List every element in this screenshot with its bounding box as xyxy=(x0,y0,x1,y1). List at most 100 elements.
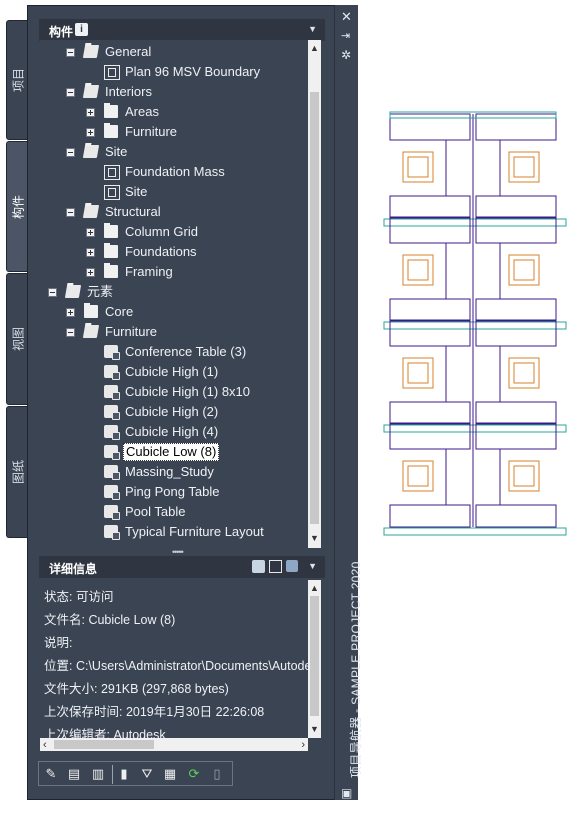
tree-item-label: Site xyxy=(125,184,148,199)
panel-splitter[interactable]: ••••• xyxy=(172,547,184,557)
collapse-icon[interactable] xyxy=(66,48,75,57)
detail-saved-time: 上次保存时间: 2019年1月30日 22:26:08 xyxy=(44,705,265,719)
properties-icon[interactable]: ✲ xyxy=(341,48,352,62)
collapse-icon[interactable] xyxy=(66,208,75,217)
details-hscrollbar[interactable]: ‹ › xyxy=(40,738,308,751)
chair-seat xyxy=(513,259,535,281)
tree-item[interactable]: Foundations xyxy=(40,242,308,262)
expand-icon[interactable] xyxy=(66,308,75,317)
chevron-down-icon[interactable]: ▼ xyxy=(308,24,317,34)
tree-item[interactable]: Framing xyxy=(40,262,308,282)
tree-item[interactable]: Cubicle High (1) xyxy=(40,362,308,382)
clipboard-icon[interactable]: ▮ xyxy=(120,766,128,781)
tree-item[interactable]: Cubicle Low (8) xyxy=(40,442,308,462)
expand-icon[interactable] xyxy=(86,128,95,137)
tree-item[interactable]: Structural xyxy=(40,202,308,222)
expand-icon[interactable] xyxy=(86,248,95,257)
tree-item-label: Pool Table xyxy=(125,504,186,519)
collapse-icon[interactable] xyxy=(48,288,57,297)
desk xyxy=(475,422,557,450)
element-icon xyxy=(104,445,120,460)
tree-item[interactable]: Column Grid xyxy=(40,222,308,242)
tree-item[interactable]: Cubicle High (1) 8x10 xyxy=(40,382,308,402)
detail-view-icon[interactable] xyxy=(269,560,282,573)
close-file-icon[interactable]: ▯ xyxy=(213,766,221,781)
tab-views[interactable]: 视图 xyxy=(6,273,29,405)
collapse-icon[interactable] xyxy=(66,88,75,97)
tree-item[interactable]: Massing_Study xyxy=(40,462,308,482)
expand-icon[interactable] xyxy=(86,108,95,117)
scroll-up-icon[interactable]: ▲ xyxy=(310,43,319,53)
auto-hide-icon[interactable]: ⇥ xyxy=(341,30,351,42)
add-construct-icon[interactable]: ▥ xyxy=(91,766,105,781)
tab-sheets[interactable]: 图纸 xyxy=(6,406,29,538)
tree-item[interactable]: 元素 xyxy=(40,282,308,302)
element-icon xyxy=(104,505,120,520)
tree-item[interactable]: Furniture xyxy=(40,122,308,142)
scroll-down-icon[interactable]: ▼ xyxy=(310,533,319,543)
tree-item-label: Furniture xyxy=(125,124,178,139)
scroll-down-icon[interactable]: ▼ xyxy=(310,724,319,734)
expand-icon[interactable] xyxy=(86,228,95,237)
desk xyxy=(475,195,557,219)
element-icon xyxy=(104,385,120,400)
info-icon[interactable]: i xyxy=(75,23,88,36)
tree-item[interactable]: Plan 96 MSV Boundary xyxy=(40,62,308,82)
desk xyxy=(389,504,471,528)
tree-item[interactable]: Site xyxy=(40,142,308,162)
tree-scrollbar[interactable]: ▲ ▼ xyxy=(308,40,321,548)
tree-item-label: Massing_Study xyxy=(125,464,214,479)
desk xyxy=(475,401,557,425)
table-icon[interactable]: ▦ xyxy=(163,766,177,781)
expand-icon[interactable] xyxy=(86,268,95,277)
element-icon xyxy=(104,465,120,480)
refresh-icon[interactable]: ⟳ xyxy=(188,766,200,781)
palette-title-bar: ✕ ⇥ ✲ 项目导航器 - SAMPLE PROJECT 2020 ▣ xyxy=(334,5,363,800)
collapse-icon[interactable] xyxy=(66,328,75,337)
tree-item[interactable]: Foundation Mass xyxy=(40,162,308,182)
chevron-down-icon[interactable]: ▼ xyxy=(308,561,317,571)
collapse-icon[interactable] xyxy=(66,148,75,157)
hscroll-thumb[interactable] xyxy=(54,740,154,749)
tab-components[interactable]: 构件 xyxy=(6,141,29,272)
tree-item[interactable]: Areas xyxy=(40,102,308,122)
detail-filename: 文件名: Cubicle Low (8) xyxy=(44,613,176,627)
tree-item[interactable]: Furniture xyxy=(40,322,308,342)
tree-scroll-thumb[interactable] xyxy=(310,92,319,524)
tab-project[interactable]: 项目 xyxy=(6,20,29,140)
tree-item[interactable]: Site xyxy=(40,182,308,202)
tree-item[interactable]: Typical Furniture Layout xyxy=(40,522,308,542)
scroll-right-icon[interactable]: › xyxy=(301,739,305,751)
tree-item[interactable]: Cubicle High (4) xyxy=(40,422,308,442)
tree-item[interactable]: Ping Pong Table xyxy=(40,482,308,502)
tree-item-label: Cubicle High (1) 8x10 xyxy=(125,384,251,399)
chair-seat xyxy=(513,362,535,384)
tree-item-label: Conference Table (3) xyxy=(125,344,247,359)
scroll-left-icon[interactable]: ‹ xyxy=(43,739,47,751)
tree-item-label: Column Grid xyxy=(125,224,198,239)
chair-seat xyxy=(407,465,429,487)
close-icon[interactable]: ✕ xyxy=(341,9,352,24)
add-view-icon[interactable]: ✎ xyxy=(45,766,57,781)
preview-icon[interactable] xyxy=(252,560,265,573)
folder-icon xyxy=(104,243,118,258)
image-view-icon[interactable] xyxy=(286,560,298,572)
details-scroll-thumb[interactable] xyxy=(310,596,319,716)
scroll-up-icon[interactable]: ▲ xyxy=(310,583,319,593)
tree-item[interactable]: Cubicle High (2) xyxy=(40,402,308,422)
tree-item[interactable]: Pool Table xyxy=(40,502,308,522)
tree-item[interactable]: Interiors xyxy=(40,82,308,102)
details-scrollbar[interactable]: ▲ ▼ xyxy=(308,580,321,738)
add-element-icon[interactable]: ▤ xyxy=(67,766,81,781)
palette-title: 项目导航器 - SAMPLE PROJECT 2020 xyxy=(349,561,363,778)
filter-icon[interactable]: ⛛ xyxy=(141,766,153,781)
chair xyxy=(402,151,434,183)
panel-edge xyxy=(383,527,567,536)
tree-item[interactable]: General xyxy=(40,42,308,62)
element-icon xyxy=(104,345,120,360)
toolbar-separator xyxy=(112,765,113,784)
palette-menu-icon[interactable]: ▣ xyxy=(341,786,353,800)
tree-item[interactable]: Conference Table (3) xyxy=(40,342,308,362)
tree-item[interactable]: Core xyxy=(40,302,308,322)
